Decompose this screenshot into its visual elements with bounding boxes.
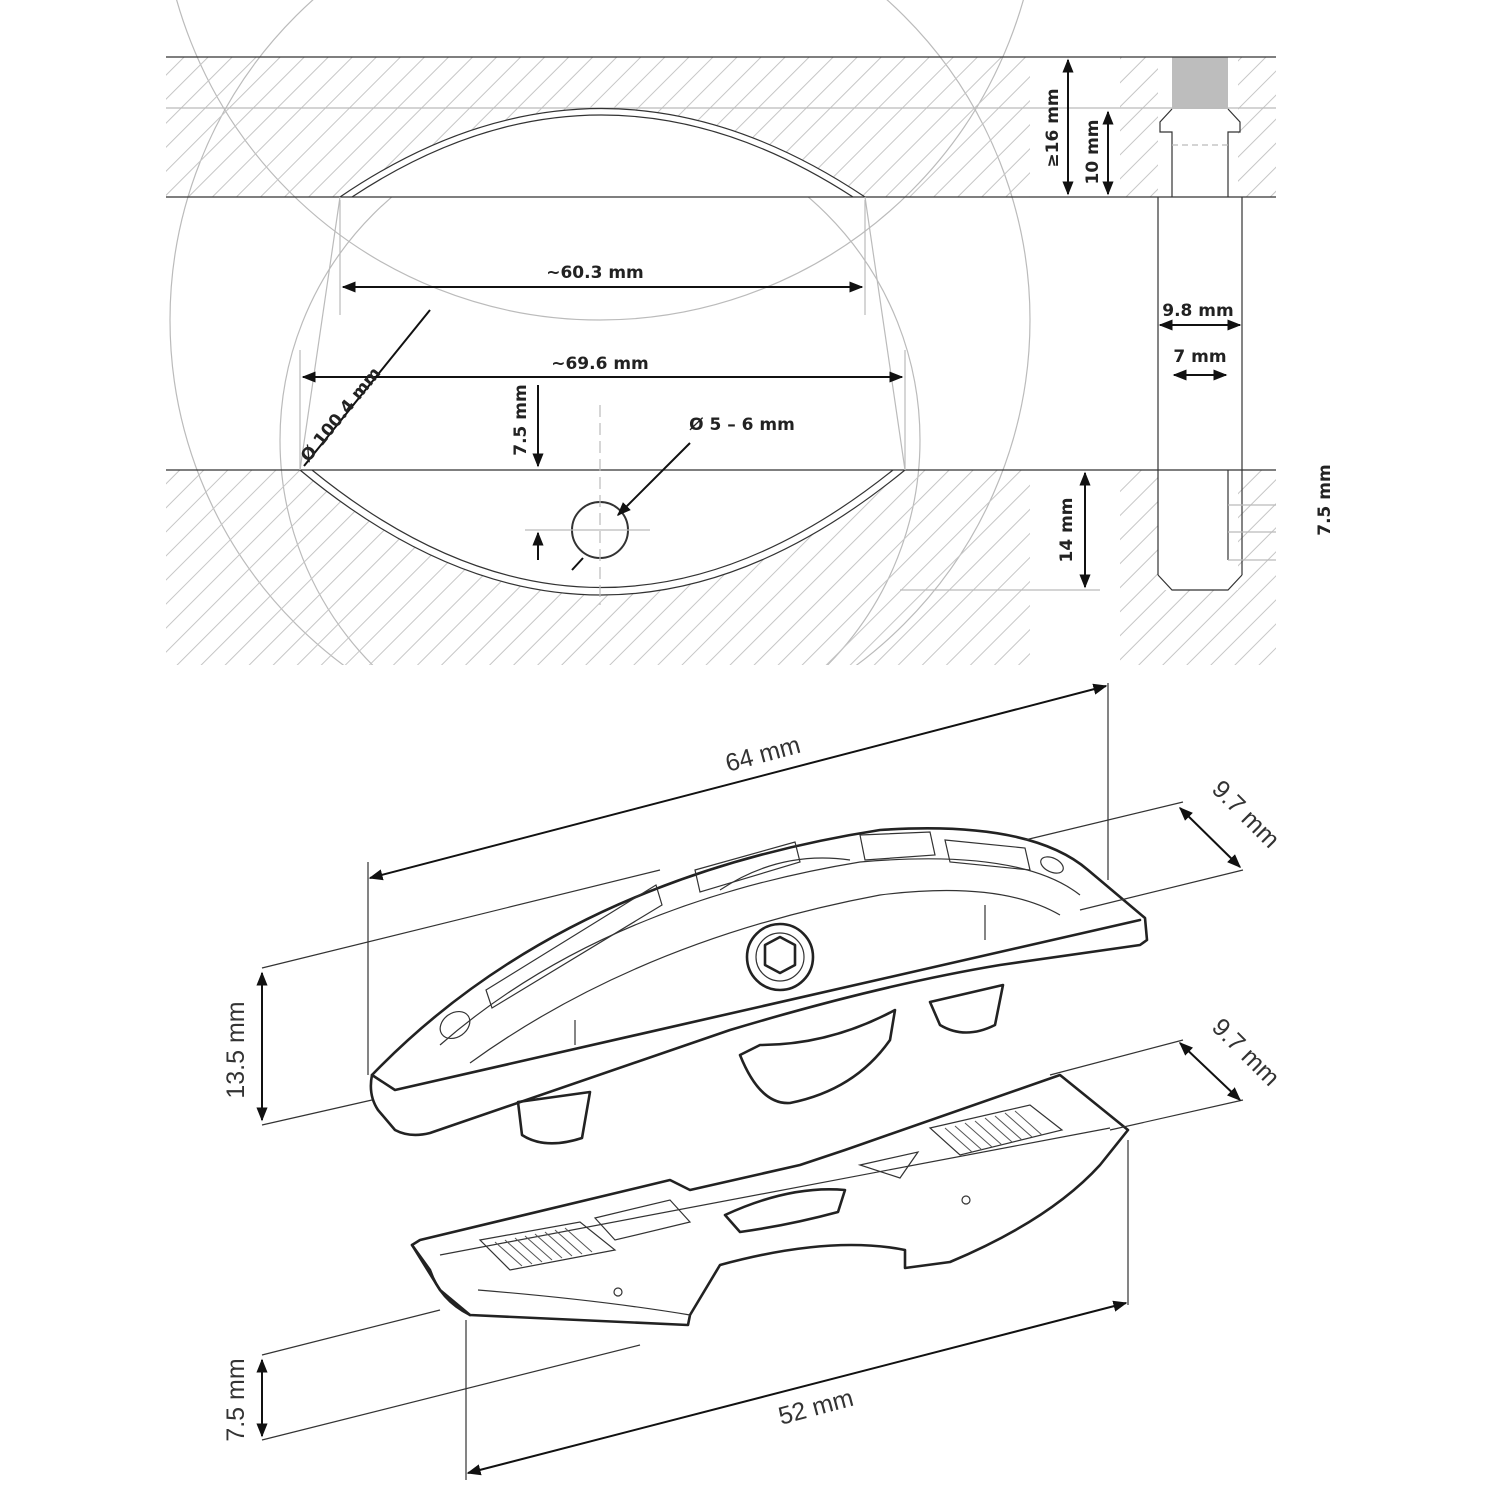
top-slot-3 — [859, 831, 936, 861]
section-dimension-lines — [301, 58, 1242, 589]
extension-lines — [299, 200, 1100, 591]
dim-length-top: 64 mm — [722, 731, 803, 778]
dim-depth-10: 10 mm — [1083, 119, 1103, 184]
dim-depth-14: 14 mm — [1057, 497, 1077, 562]
lens-connector — [299, 108, 906, 596]
slot-top-fill — [1172, 57, 1228, 109]
slot-profile — [1157, 108, 1276, 591]
part-view: 64 mm 9.7 mm 13.5 mm 9.7 mm 7.5 mm 52 mm — [222, 683, 1285, 1480]
dim-width-top: 9.7 mm — [1206, 775, 1285, 854]
hex-socket-icon — [763, 935, 797, 975]
top-foot-center — [738, 1008, 897, 1105]
top-foot-right — [928, 983, 1005, 1034]
dim-min-depth: ≥16 mm — [1043, 88, 1063, 167]
top-slot-1 — [485, 884, 663, 1009]
dim-height-bottom: 7.5 mm — [222, 1358, 250, 1441]
ribs-right — [944, 1110, 1043, 1153]
top-body — [369, 827, 1149, 1137]
board-edges — [166, 56, 1276, 471]
dim-side-7-5: 7.5 mm — [1315, 464, 1335, 535]
bottom-center-tab — [723, 1188, 847, 1234]
bottom-pocket-right — [928, 1104, 1064, 1156]
part-dimension-lines — [256, 683, 1242, 1476]
dim-chord-60: ~60.3 mm — [546, 263, 644, 283]
right-gap-bottom — [1030, 470, 1120, 665]
slot-bottom-white — [1158, 470, 1238, 590]
bottom-pocket-mid — [593, 1199, 692, 1241]
dim-diameter: Ø 100.4 mm — [297, 364, 385, 466]
part-extension-lines — [261, 683, 1244, 1480]
section-view — [166, 0, 1276, 665]
bottom-pocket-left — [478, 1221, 617, 1271]
ribs-left — [494, 1227, 593, 1267]
top-end-hole-right — [1040, 856, 1064, 874]
hex-screw — [745, 922, 815, 992]
dim-hole: Ø 5 – 6 mm — [689, 415, 795, 435]
dim-chord-69: ~69.6 mm — [551, 354, 649, 374]
dim-width-7: 7 mm — [1173, 347, 1226, 367]
part-dimension-labels: 64 mm 9.7 mm 13.5 mm 9.7 mm 7.5 mm 52 mm — [222, 731, 1285, 1442]
dim-width-9-8: 9.8 mm — [1162, 301, 1233, 321]
top-connector-part — [369, 827, 1149, 1145]
top-end-hole-left — [439, 1010, 471, 1040]
dim-height-top: 13.5 mm — [222, 1001, 250, 1098]
top-slot-4 — [944, 839, 1031, 871]
dim-offset-7-5: 7.5 mm — [511, 384, 531, 455]
top-foot-left — [516, 1090, 592, 1145]
